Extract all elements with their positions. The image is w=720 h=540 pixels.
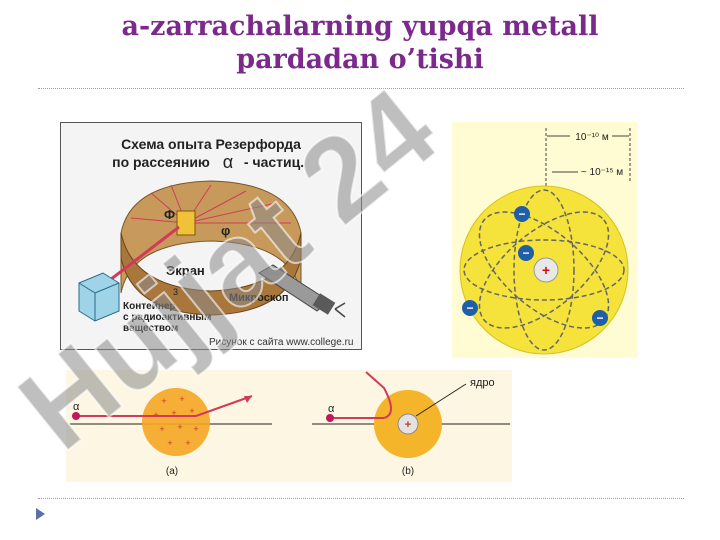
alpha-particle-b <box>326 414 334 422</box>
container-label-1: Контейнер <box>123 301 176 312</box>
rutherford-diagram: Схема опыта Резерфорда по рассеянию α - … <box>60 122 362 350</box>
microscope-label: Микроскоп <box>229 292 289 304</box>
svg-text:+: + <box>179 394 184 404</box>
rutherford-svg: Схема опыта Резерфорда по рассеянию α - … <box>78 136 353 348</box>
svg-text:−: − <box>518 207 525 221</box>
alpha-particle-a <box>72 412 80 420</box>
gold-foil <box>176 210 196 236</box>
watermark-text: Hujjat 24 <box>0 63 461 475</box>
title-line-2: pardadan o’tishi <box>236 44 484 75</box>
slide-title: a-zarrachalarning yupqa metall pardadan … <box>0 10 720 76</box>
svg-text:−: − <box>466 301 473 315</box>
radioactive-container <box>78 272 120 322</box>
scattering-svg: ++ ++ ++ ++ ++ α (a) + α ядро (b) <box>70 371 510 477</box>
nucleus-sign: + <box>542 262 550 278</box>
nucleus-pointer <box>415 383 467 417</box>
nucleus-b-sign: + <box>405 419 411 431</box>
svg-text:+: + <box>193 424 198 434</box>
atom-size-label: 10⁻¹⁰ м <box>575 132 609 143</box>
top-divider <box>38 88 684 89</box>
title-line-1: a-zarrachalarning yupqa metall <box>121 11 599 42</box>
svg-text:+: + <box>189 406 194 416</box>
scattering-diagram: ++ ++ ++ ++ ++ α (a) + α ядро (b) <box>66 370 512 482</box>
nucleus-label: ядро <box>470 377 495 389</box>
alpha-label-a: α <box>73 401 80 413</box>
rutherford-heading-3: - частиц. <box>244 154 304 170</box>
caption-a: (a) <box>166 466 178 477</box>
thomson-charges: ++ ++ ++ ++ ++ <box>153 394 198 448</box>
phi-label-1: Ф <box>164 207 175 222</box>
electron-4: − <box>592 310 608 326</box>
svg-text:+: + <box>185 438 190 448</box>
thomson-sphere <box>142 388 210 456</box>
ray-a-deflected <box>195 395 253 417</box>
svg-text:+: + <box>167 438 172 448</box>
alpha-label-b: α <box>328 403 335 415</box>
electron-1: − <box>514 206 530 222</box>
bullet-marker <box>36 508 45 520</box>
ray-b-deflected <box>365 371 392 419</box>
ray-a-arrowhead <box>244 396 252 403</box>
svg-text:+: + <box>171 408 176 418</box>
credit-label: Рисунок с сайта www.college.ru <box>209 337 353 348</box>
electron-3: − <box>462 300 478 316</box>
electron-orbits <box>463 189 625 351</box>
svg-text:−: − <box>522 246 529 260</box>
nucleus-size-label: ~ 10⁻¹⁵ м <box>581 167 623 178</box>
rutherford-heading-1: Схема опыта Резерфорда <box>121 136 301 152</box>
phi-label-2: φ <box>221 223 230 238</box>
nucleus-b <box>397 413 419 435</box>
caption-b: (b) <box>402 466 414 477</box>
bottom-divider <box>38 498 684 499</box>
svg-text:−: − <box>596 311 603 325</box>
microscope <box>258 264 346 318</box>
svg-text:+: + <box>177 422 182 432</box>
rutherford-alpha: α <box>223 152 233 172</box>
electron-2: − <box>518 245 534 261</box>
screen-label: Экран <box>166 263 205 278</box>
nucleus <box>533 257 559 283</box>
small-label: 3 <box>173 287 178 297</box>
screen-ring-front <box>120 232 302 316</box>
svg-text:+: + <box>159 424 164 434</box>
rutherford-heading-2: по рассеянию <box>112 154 210 170</box>
atom-model-diagram: 10⁻¹⁰ м ~ 10⁻¹⁵ м + − − − − <box>452 122 638 358</box>
container-label-3: веществом <box>123 323 178 334</box>
svg-text:+: + <box>161 396 166 406</box>
atom-svg: 10⁻¹⁰ м ~ 10⁻¹⁵ м + − − − − <box>459 128 631 355</box>
container-label-2: с радиоактивным <box>123 312 211 323</box>
